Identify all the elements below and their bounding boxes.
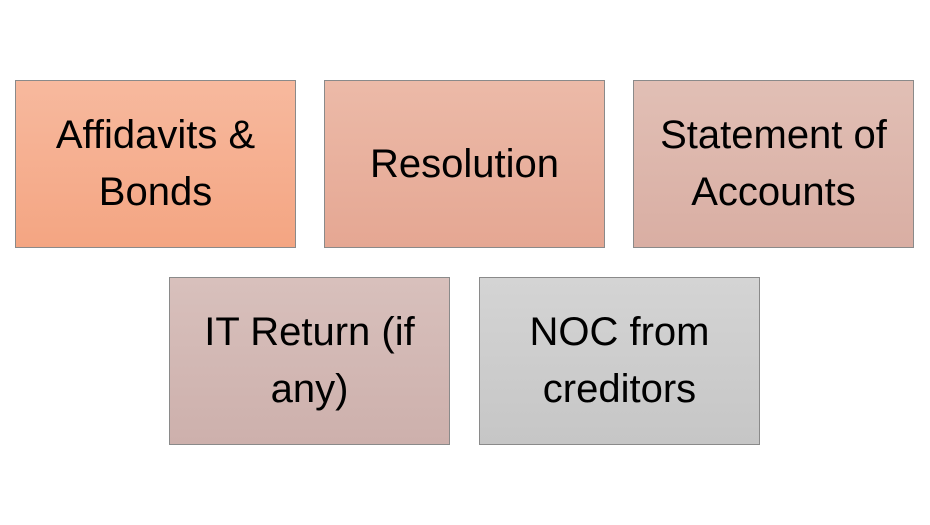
box-label: NOC from creditors bbox=[529, 310, 710, 411]
box-label: Affidavits & Bonds bbox=[55, 113, 256, 214]
box-resolution: Resolution bbox=[324, 80, 605, 248]
box-label: Statement of Accounts bbox=[660, 113, 887, 214]
box-affidavits-bonds: Affidavits & Bonds bbox=[15, 80, 296, 248]
box-label: Resolution bbox=[369, 141, 559, 186]
box-statement-of-accounts: Statement of Accounts bbox=[633, 80, 914, 248]
box-noc-from-creditors: NOC from creditors bbox=[479, 277, 760, 445]
box-label: IT Return (if any) bbox=[204, 310, 415, 411]
box-it-return: IT Return (if any) bbox=[169, 277, 450, 445]
